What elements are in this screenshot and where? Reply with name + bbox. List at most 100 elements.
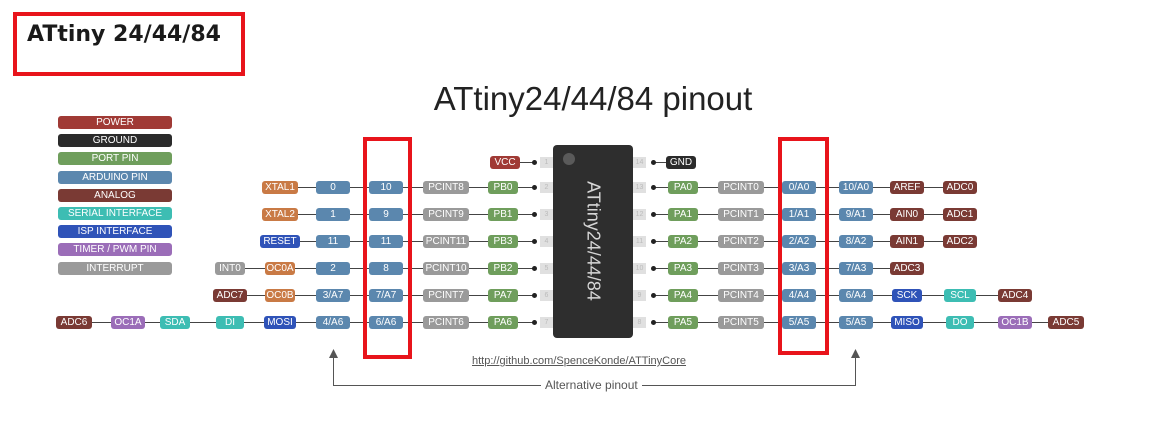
- pin-label-pb3: PB3: [488, 234, 518, 248]
- pin-label-pa1: PA1: [668, 207, 698, 221]
- pin-connector-dot: [651, 320, 656, 325]
- pin-label-3-a3: 3/A3: [782, 261, 816, 275]
- pin-connector-dot: [532, 212, 537, 217]
- pin-label-oc0a: OC0A: [265, 261, 295, 275]
- pin-label-1: 1: [316, 207, 350, 221]
- pin-label-pa2: PA2: [668, 234, 698, 248]
- pin-label-11: 11: [369, 234, 403, 248]
- pin-label-vcc: VCC: [490, 155, 520, 169]
- pin-row-line: [280, 214, 534, 215]
- pin-number-2: 2: [540, 182, 553, 193]
- pin-label-2: 2: [316, 261, 350, 275]
- pin-connector-dot: [532, 266, 537, 271]
- pin-label-int0: INT0: [215, 261, 245, 275]
- legend-item-serial: SERIAL INTERFACE: [58, 207, 172, 220]
- pin-label-adc5: ADC5: [1048, 315, 1084, 329]
- pin-number-1: 1: [540, 157, 553, 168]
- pin-label-xtal2: XTAL2: [262, 207, 298, 221]
- pin-number-3: 3: [540, 209, 553, 220]
- diagram-title-text: ATtiny24/44/84 pinout: [433, 80, 753, 117]
- pin-label-adc7: ADC7: [213, 288, 247, 302]
- pin-label-ain1: AIN1: [890, 234, 924, 248]
- pin-number-10: 10: [633, 263, 646, 274]
- legend-item-ground: GROUND: [58, 134, 172, 148]
- pin-label-pa6: PA6: [488, 315, 518, 329]
- pin-connector-dot: [651, 293, 656, 298]
- alt-arrow-left-riser: [333, 356, 334, 386]
- pin-connector-dot: [651, 212, 656, 217]
- pin-connector-dot: [532, 239, 537, 244]
- pin-label-pcint2: PCINT2: [718, 234, 764, 248]
- pin-label-xtal1: XTAL1: [262, 180, 298, 194]
- legend-item-power: POWER: [58, 116, 172, 129]
- diagram-title: ATtiny24/44/84 pinout: [0, 80, 1166, 118]
- pin-row-line: [74, 322, 534, 323]
- pin1-marker: [563, 153, 575, 165]
- pin-number-7: 7: [540, 317, 553, 328]
- pin-label-pcint7: PCINT7: [423, 288, 469, 302]
- legend-item-interrupt: INTERRUPT: [58, 261, 172, 275]
- pin-label-pcint4: PCINT4: [718, 288, 764, 302]
- pin-label-adc4: ADC4: [998, 288, 1032, 302]
- pin-connector-dot: [532, 185, 537, 190]
- pin-connector-dot: [651, 160, 656, 165]
- page-heading: ATtiny 24/44/84: [27, 22, 221, 47]
- pin-label-sda: SDA: [160, 315, 190, 329]
- pin-label-oc1b: OC1B: [998, 315, 1032, 329]
- alt-pinout-caption: Alternative pinout: [541, 378, 642, 392]
- pin-row-line: [653, 295, 1015, 296]
- pin-label-0: 0: [316, 180, 350, 194]
- pin-label-pb2: PB2: [488, 261, 518, 275]
- pin-label-reset: RESET: [260, 234, 300, 248]
- pin-label-11: 11: [316, 234, 350, 248]
- pin-number-9: 9: [633, 290, 646, 301]
- pin-label-8-a2: 8/A2: [839, 234, 873, 248]
- pin-label-mosi: MOSI: [264, 315, 296, 329]
- legend-item-arduino: ARDUINO PIN: [58, 170, 172, 184]
- pin-label-pcint0: PCINT0: [718, 180, 764, 194]
- source-link[interactable]: http://github.com/SpenceKonde/ATTinyCore: [472, 355, 687, 367]
- pin-connector-dot: [651, 266, 656, 271]
- pin-label-7-a3: 7/A3: [839, 261, 873, 275]
- pin-label-6-a4: 6/A4: [839, 288, 873, 302]
- alt-arrow-left-head-icon: [329, 349, 338, 358]
- pin-connector-dot: [651, 239, 656, 244]
- pin-label-0-a0: 0/A0: [782, 180, 816, 194]
- pin-number-4: 4: [540, 236, 553, 247]
- pin-label-aref: AREF: [890, 180, 924, 194]
- left-arduino-column-highlight: [363, 137, 412, 359]
- pin-label-9: 9: [369, 207, 403, 221]
- pin-connector-dot: [651, 185, 656, 190]
- pin-label-pcint8: PCINT8: [423, 180, 469, 194]
- pin-number-11: 11: [633, 236, 646, 247]
- legend-item-timer: TIMER / PWM PIN: [58, 243, 172, 257]
- pin-label-pa3: PA3: [668, 261, 698, 275]
- pin-number-14: 14: [633, 157, 646, 168]
- pin-label-gnd: GND: [666, 155, 696, 169]
- legend-item-isp: ISP INTERFACE: [58, 225, 172, 239]
- pin-label-pcint11: PCINT11: [423, 234, 469, 248]
- pin-label-sck: SCK: [892, 288, 922, 302]
- pin-number-13: 13: [633, 182, 646, 193]
- pin-label-pcint3: PCINT3: [718, 261, 764, 275]
- pin-label-pa0: PA0: [668, 180, 698, 194]
- pin-label-di: DI: [216, 315, 244, 329]
- right-arduino-column-highlight: [778, 137, 829, 355]
- pin-number-5: 5: [540, 263, 553, 274]
- pin-label-do: DO: [946, 315, 974, 329]
- pin-label-ain0: AIN0: [890, 207, 924, 221]
- pin-row-line: [280, 241, 534, 242]
- pin-label-adc3: ADC3: [890, 261, 924, 275]
- pin-row-line: [280, 187, 534, 188]
- pin-label-oc1a: OC1A: [111, 315, 145, 329]
- pin-label-5-a5: 5/A5: [839, 315, 873, 329]
- pin-label-scl: SCL: [944, 288, 976, 302]
- heading-highlight-box: [13, 12, 245, 76]
- pin-label-adc0: ADC0: [943, 180, 977, 194]
- pin-label-pcint5: PCINT5: [718, 315, 764, 329]
- pin-label-4-a6: 4/A6: [316, 315, 350, 329]
- legend-item-port: PORT PIN: [58, 152, 172, 166]
- pin-label-pcint10: PCINT10: [423, 261, 469, 275]
- pin-label-pb1: PB1: [488, 207, 518, 221]
- chip-package: ATtiny24/44/84: [553, 145, 633, 338]
